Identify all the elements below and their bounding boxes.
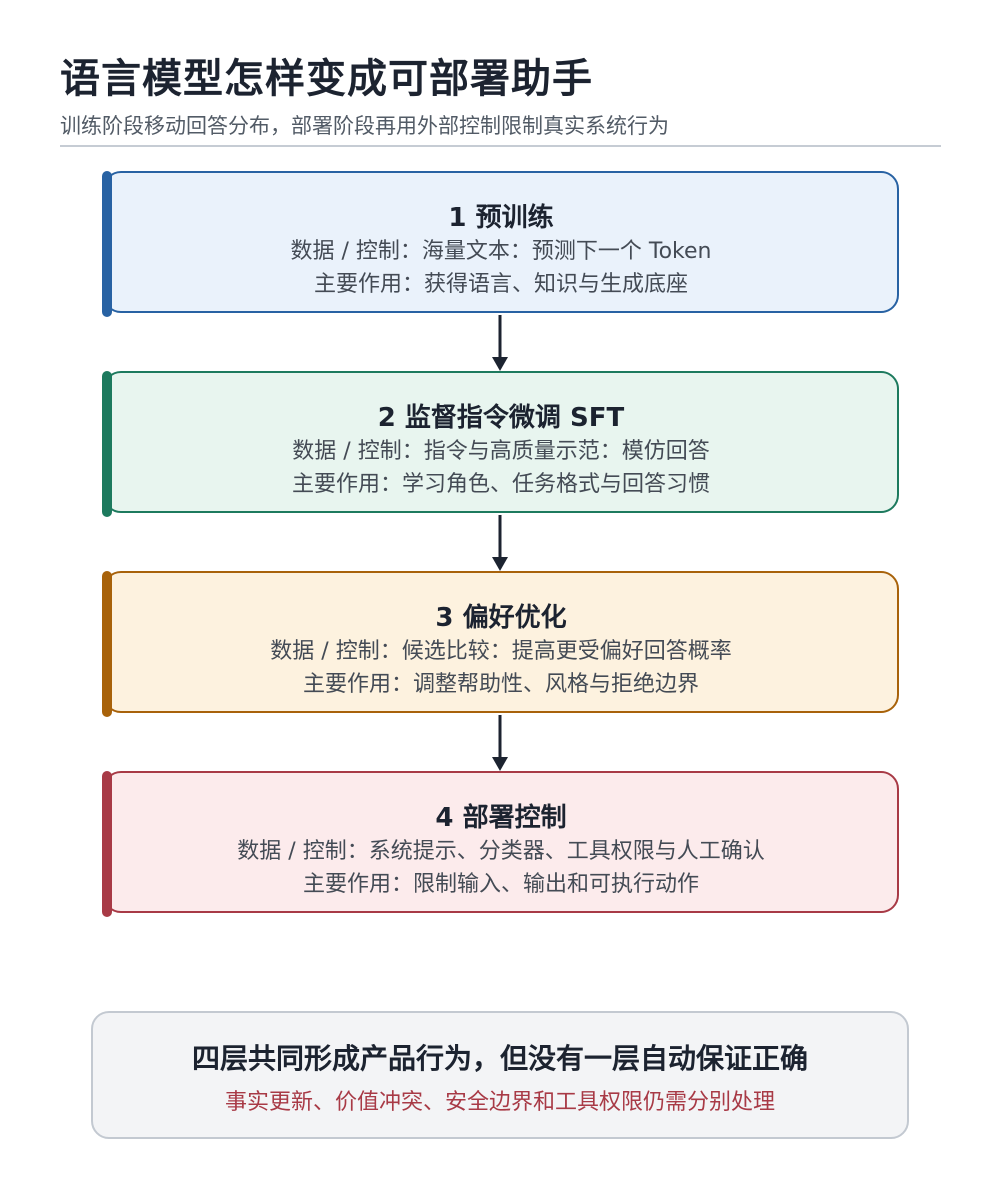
stage-title: 4 部署控制	[435, 803, 567, 833]
stage-data-control: 数据 / 控制：海量文本：预测下一个 Token	[290, 239, 712, 264]
stage-data-control: 数据 / 控制：系统提示、分类器、工具权限与人工确认	[237, 839, 765, 864]
stage-accent-bar	[102, 571, 112, 717]
title-divider	[60, 145, 941, 147]
stage-data-control: 数据 / 控制：指令与高质量示范：模仿回答	[292, 439, 710, 464]
arrowhead-icon	[492, 757, 508, 771]
flow-arrow-1	[492, 315, 508, 371]
stage-card-deployment: 4 部署控制 数据 / 控制：系统提示、分类器、工具权限与人工确认 主要作用：限…	[102, 771, 899, 917]
stage-card-preference: 3 偏好优化 数据 / 控制：候选比较：提高更受偏好回答概率 主要作用：调整帮助…	[102, 571, 899, 717]
stage-title: 2 监督指令微调 SFT	[377, 403, 625, 433]
stage-title: 1 预训练	[448, 203, 554, 233]
arrowhead-icon	[492, 557, 508, 571]
stage-accent-bar	[102, 771, 112, 917]
page-title: 语言模型怎样变成可部署助手	[60, 56, 593, 102]
stage-main-role: 主要作用：限制输入、输出和可执行动作	[302, 872, 699, 897]
flow-arrow-2	[492, 515, 508, 571]
stage-card-pretraining: 1 预训练 数据 / 控制：海量文本：预测下一个 Token 主要作用：获得语言…	[102, 171, 899, 317]
flow-arrow-3	[492, 715, 508, 771]
stage-data-control: 数据 / 控制：候选比较：提高更受偏好回答概率	[270, 639, 732, 664]
page-subtitle: 训练阶段移动回答分布，部署阶段再用外部控制限制真实系统行为	[60, 114, 669, 138]
stage-card-sft: 2 监督指令微调 SFT 数据 / 控制：指令与高质量示范：模仿回答 主要作用：…	[102, 371, 899, 517]
stage-accent-bar	[102, 171, 112, 317]
summary-box: 四层共同形成产品行为，但没有一层自动保证正确 事实更新、价值冲突、安全边界和工具…	[91, 1011, 909, 1139]
summary-title: 四层共同形成产品行为，但没有一层自动保证正确	[191, 1042, 808, 1075]
arrowhead-icon	[492, 357, 508, 371]
stage-accent-bar	[102, 371, 112, 517]
stage-main-role: 主要作用：调整帮助性、风格与拒绝边界	[302, 672, 699, 697]
stage-main-role: 主要作用：学习角色、任务格式与回答习惯	[291, 472, 710, 497]
stage-main-role: 主要作用：获得语言、知识与生成底座	[313, 272, 688, 297]
summary-note: 事实更新、价值冲突、安全边界和工具权限仍需分别处理	[224, 1090, 775, 1115]
stage-title: 3 偏好优化	[435, 603, 567, 633]
